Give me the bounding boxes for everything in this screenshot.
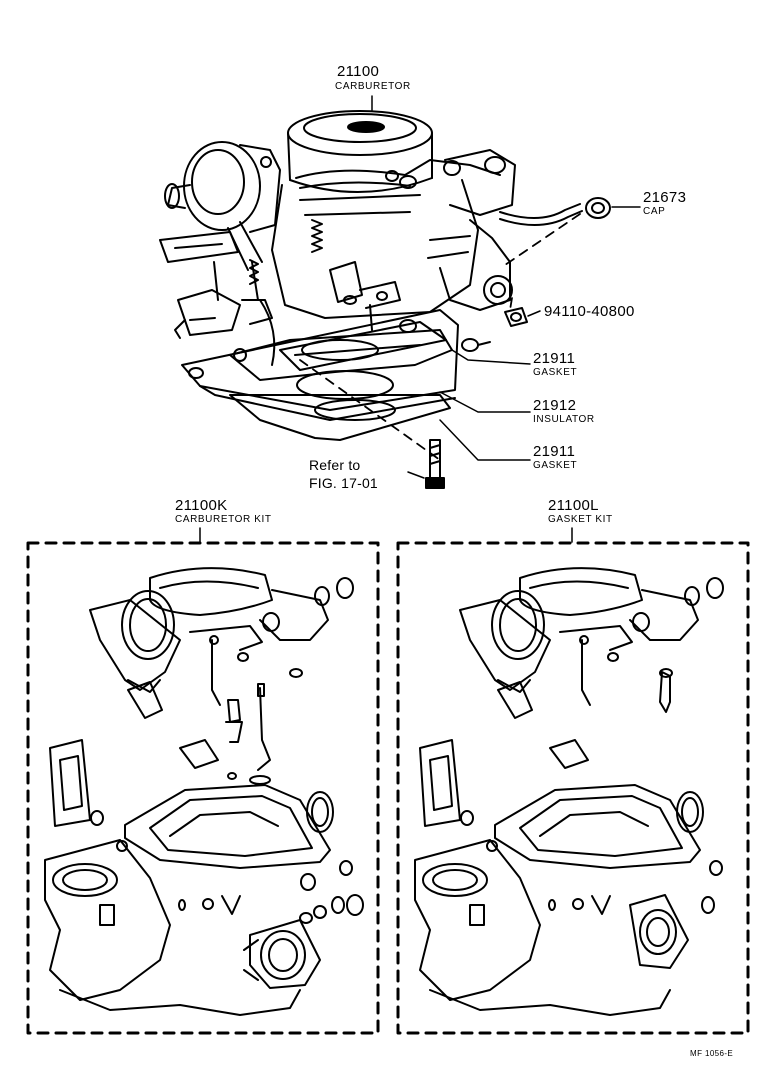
reference-line-2: FIG. 17-01: [309, 475, 378, 491]
carburetor-number: 21100: [337, 63, 380, 80]
cap-name: CAP: [643, 206, 666, 217]
cap-number: 21673: [643, 189, 687, 206]
bolt-number: 94110-40800: [544, 303, 635, 320]
insulator-number: 21912: [533, 397, 577, 414]
nut-part: [504, 307, 528, 327]
gasket-kit-parts: [414, 567, 724, 1016]
carburetor-kit-box: [26, 541, 380, 1035]
carburetor-assembly: [159, 110, 583, 381]
gasket-kit-number: 21100L: [548, 497, 599, 514]
gasket-upper-number: 21911: [533, 350, 576, 367]
insulator-part: [181, 309, 459, 421]
insulator-name: INSULATOR: [533, 414, 595, 425]
gasket-upper-name: GASKET: [533, 367, 578, 378]
carburetor-kit-parts: [44, 567, 364, 1016]
reference-line-1: Refer to: [309, 457, 361, 473]
gasket-lower-name: GASKET: [533, 460, 578, 471]
stud-part: [425, 439, 445, 489]
gasket-upper: [279, 321, 447, 371]
gasket-kit-box: [396, 541, 750, 1035]
gasket-kit-name: GASKET KIT: [548, 514, 613, 525]
carburetor-name: CARBURETOR: [335, 81, 411, 92]
gasket-lower-number: 21911: [533, 443, 576, 460]
figure-code: MF 1056-E: [690, 1049, 734, 1058]
cap-part: [585, 197, 611, 219]
carburetor-kit-number: 21100K: [175, 497, 228, 514]
carburetor-kit-name: CARBURETOR KIT: [175, 514, 272, 525]
